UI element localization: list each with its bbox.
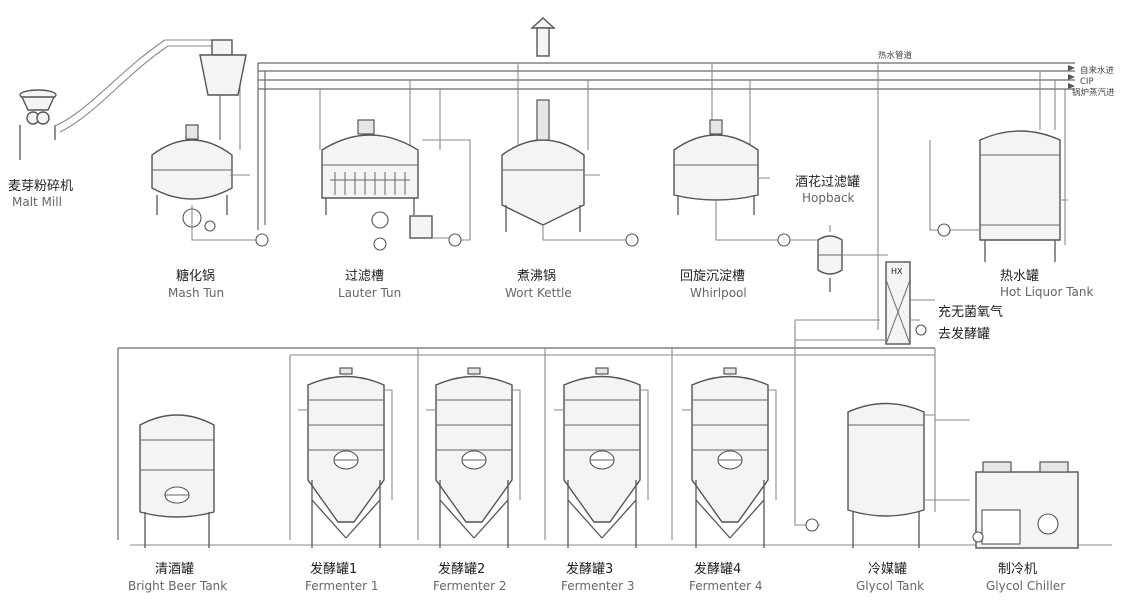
cip-label: CIP xyxy=(1080,77,1094,87)
hopback-cn: 酒花过滤罐 xyxy=(795,174,860,190)
hot-water-label: 热水管道 xyxy=(878,50,913,61)
lauter-tun-en: Lauter Tun xyxy=(338,286,401,300)
lauter-tun-cn: 过滤槽 xyxy=(345,269,384,284)
hot-liquor-tank-en: Hot Liquor Tank xyxy=(1000,285,1094,299)
glycol-chiller-unit xyxy=(972,461,1079,549)
header-pipes xyxy=(239,62,1075,330)
malt-mill-en: Malt Mill xyxy=(12,195,62,209)
bright-beer-tank-cn: 清酒罐 xyxy=(155,562,194,577)
fermenter-3-en: Fermenter 3 xyxy=(561,579,635,593)
wort-kettle-cn: 煮沸锅 xyxy=(517,268,556,284)
fermenter-4-vessel xyxy=(682,367,777,548)
bright-beer-tank-en: Bright Beer Tank xyxy=(128,579,227,593)
fermenter-1-vessel xyxy=(298,367,393,548)
fermenter-2-cn: 发酵罐2 xyxy=(438,561,485,577)
to-fermenter-annotation: 去发酵罐 xyxy=(938,326,990,342)
fermenter-2-en: Fermenter 2 xyxy=(433,579,507,593)
fermenter-4-en: Fermenter 4 xyxy=(689,579,763,593)
glycol-chiller-en: Glycol Chiller xyxy=(986,579,1065,593)
heat-exchanger xyxy=(885,261,911,345)
glycol-tank-cn: 冷媒罐 xyxy=(868,562,907,577)
grist-hopper xyxy=(199,39,247,140)
wort-kettle-vessel xyxy=(501,99,585,232)
hopback-en: Hopback xyxy=(802,191,855,205)
hot-liquor-tank-vessel xyxy=(979,130,1061,262)
fermenter-2-vessel xyxy=(426,367,521,548)
whirlpool-en: Whirlpool xyxy=(690,286,747,300)
mash-tun-en: Mash Tun xyxy=(168,286,224,300)
malt-mill-cn: 麦芽粉碎机 xyxy=(8,179,73,194)
glycol-tank-vessel xyxy=(847,402,970,548)
lauter-tun-vessel xyxy=(321,119,433,251)
bright-beer-tank-vessel xyxy=(139,414,215,548)
mash-tun-cn: 糖化锅 xyxy=(176,268,215,284)
hopback-vessel xyxy=(817,235,843,292)
fermenter-3-vessel xyxy=(554,367,649,548)
fermenter-4-cn: 发酵罐4 xyxy=(694,561,741,577)
whirlpool-cn: 回旋沉淀槽 xyxy=(680,269,745,284)
hx-label: HX xyxy=(891,267,903,276)
glycol-chiller-cn: 制冷机 xyxy=(998,562,1037,577)
fermenter-3-cn: 发酵罐3 xyxy=(566,561,613,577)
hot-liquor-tank-cn: 热水罐 xyxy=(1000,269,1039,284)
fermenter-1-en: Fermenter 1 xyxy=(305,579,379,593)
fermenter-1-cn: 发酵罐1 xyxy=(310,561,357,577)
tap-water-label: 自来水进 xyxy=(1080,65,1115,76)
fermenters xyxy=(298,367,777,548)
malt-mill xyxy=(19,39,225,160)
steam-label: 锅炉蒸汽进 xyxy=(1072,87,1115,98)
whirlpool-vessel xyxy=(673,119,759,215)
wort-kettle-en: Wort Kettle xyxy=(505,286,572,300)
oxygen-annotation: 充无菌氧气 xyxy=(938,304,1003,320)
chimney xyxy=(530,17,556,57)
glycol-tank-en: Glycol Tank xyxy=(856,579,924,593)
